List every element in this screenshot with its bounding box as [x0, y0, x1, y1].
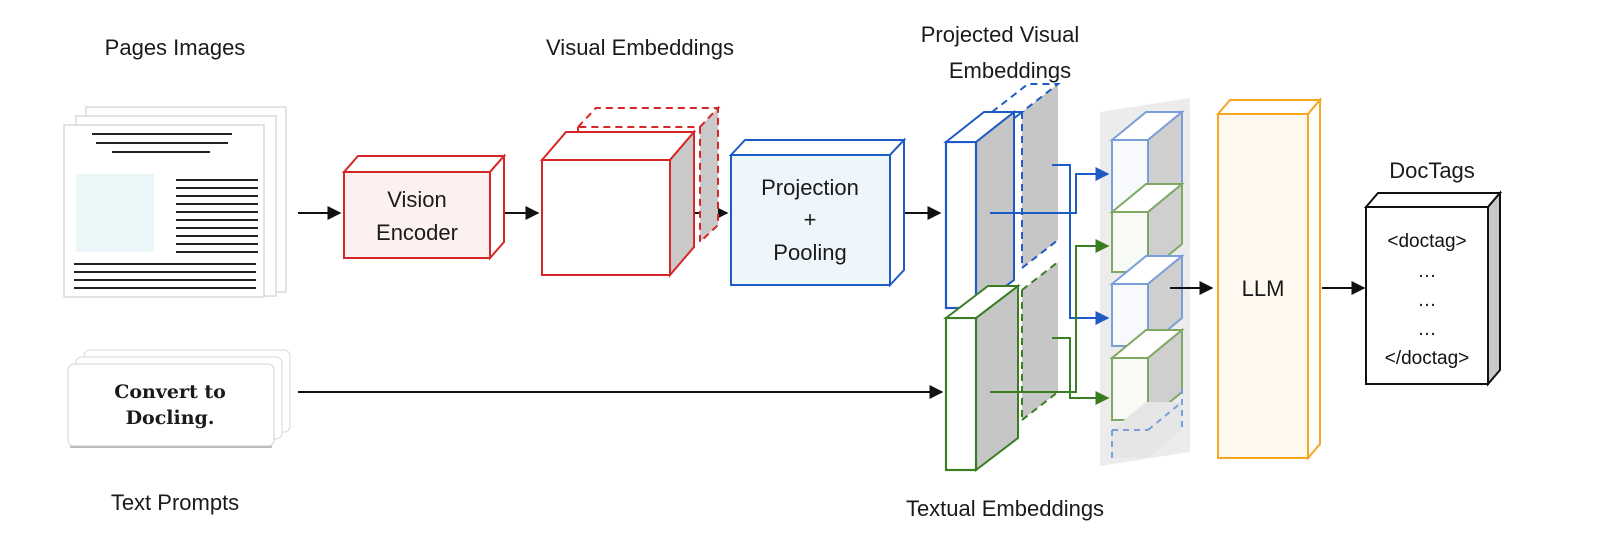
projection-pooling-block: Projection + Pooling — [728, 137, 907, 288]
doctags-output-block: <doctag> … … … </doctag> — [1363, 190, 1503, 387]
text-prompts-label: Text Prompts — [111, 490, 239, 515]
green-connectors — [990, 239, 1110, 405]
token-block-blue-2 — [1109, 253, 1185, 349]
blue-connectors — [990, 164, 1110, 325]
vision-encoder-block: Vision Encoder — [341, 153, 507, 261]
textual-embeddings — [943, 261, 1059, 473]
projected-visual-embeddings — [943, 83, 1061, 310]
token-block-green-2 — [1109, 327, 1185, 423]
vision-encoder-line-2: Encoder — [376, 220, 458, 245]
doctag-dots-2: … — [1418, 290, 1437, 311]
textual-embeddings-label: Textual Embeddings — [906, 496, 1104, 521]
doctag-close: </doctag> — [1385, 348, 1470, 369]
prompt-line-1: Convert to — [114, 381, 226, 403]
doctag-open: <doctag> — [1387, 231, 1466, 252]
page-figure — [76, 174, 154, 252]
projection-line-3: Pooling — [773, 240, 846, 265]
text-prompt-stack: Convert to Docling. — [67, 349, 291, 448]
pages-images-label: Pages Images — [105, 35, 246, 60]
visual-embeddings-label: Visual Embeddings — [546, 35, 734, 60]
llm-label: LLM — [1242, 276, 1285, 301]
prompt-card — [67, 363, 275, 447]
token-block-blue-dashed — [1111, 388, 1183, 458]
page-front — [63, 124, 265, 298]
doctags-label: DocTags — [1389, 158, 1475, 183]
page-images-stack — [63, 106, 287, 298]
projected-embeddings-label-1: Projected Visual — [921, 22, 1080, 47]
projection-line-2: + — [804, 207, 817, 232]
visual-embeddings-cube — [539, 105, 721, 278]
token-block-green-1 — [1109, 181, 1185, 275]
projected-embeddings-label-2: Embeddings — [949, 58, 1071, 83]
doctag-dots-1: … — [1418, 261, 1437, 282]
doctag-dots-3: … — [1418, 319, 1437, 340]
prompt-line-2: Docling. — [126, 407, 215, 429]
projection-line-1: Projection — [761, 175, 859, 200]
llm-block: LLM — [1215, 97, 1323, 461]
vision-encoder-line-1: Vision — [387, 187, 447, 212]
